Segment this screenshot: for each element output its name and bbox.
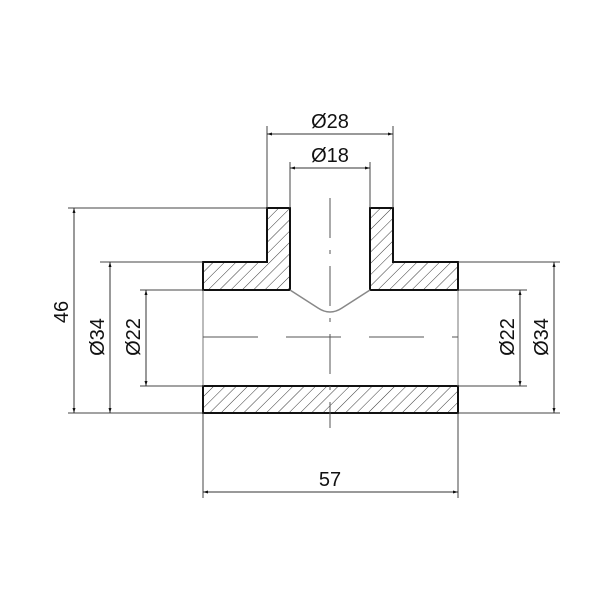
- dim-branch-outer: Ø28: [311, 111, 349, 133]
- bore-intersection-curve: [289, 289, 371, 313]
- dim-main-inner-right: Ø22: [497, 318, 519, 356]
- dim-overall-height: 46: [51, 301, 73, 323]
- dim-main-inner-left: Ø22: [123, 318, 145, 356]
- dim-branch-inner: Ø18: [311, 145, 349, 167]
- dim-main-outer-right: Ø34: [531, 318, 553, 356]
- upper-left-wall-section: [202, 207, 291, 291]
- dim-main-outer-left: Ø34: [87, 318, 109, 356]
- dim-overall-length: 57: [319, 469, 341, 491]
- upper-right-wall-section: [369, 207, 459, 291]
